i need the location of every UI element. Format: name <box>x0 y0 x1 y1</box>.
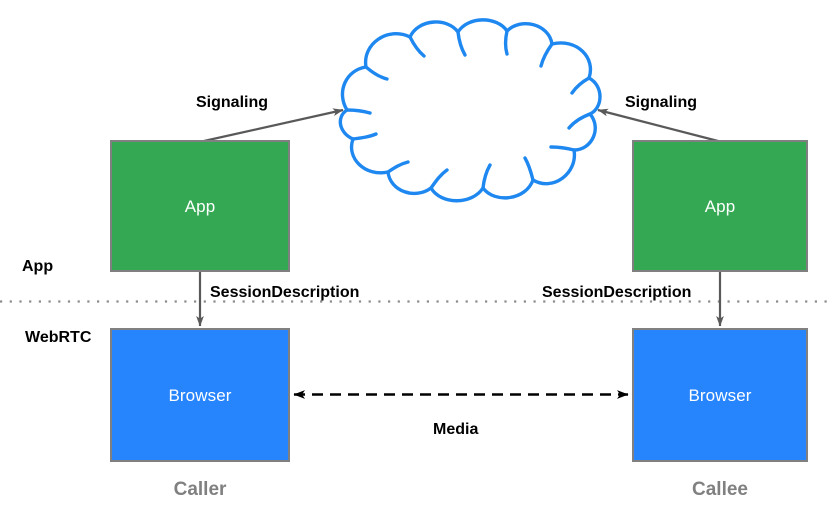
edge-label-caller-sdp: SessionDescription <box>210 284 360 301</box>
node-caller-browser-label: Browser <box>168 385 232 405</box>
role-label-caller: Caller <box>173 479 227 500</box>
node-caller-app[interactable]: App <box>110 140 290 272</box>
edge-caller-signaling <box>203 108 344 143</box>
plane-label-app: App <box>22 258 54 275</box>
node-caller-app-label: App <box>184 196 216 216</box>
node-caller-browser[interactable]: Browser <box>110 328 290 462</box>
signaling-cloud-shape <box>338 18 602 203</box>
node-callee-app[interactable]: App <box>632 140 808 272</box>
edge-label-callee-sdp: SessionDescription <box>542 284 692 301</box>
plane-label-webrtc: WebRTC <box>25 329 92 346</box>
node-callee-app-label: App <box>704 196 736 216</box>
edge-label-media: Media <box>433 421 479 438</box>
edge-callee-signaling <box>597 108 719 143</box>
node-callee-browser-label: Browser <box>688 385 752 405</box>
edge-label-caller-signaling: Signaling <box>196 94 268 111</box>
edge-label-callee-signaling: Signaling <box>625 94 697 111</box>
role-label-callee: Callee <box>692 479 748 500</box>
node-callee-browser[interactable]: Browser <box>632 328 808 462</box>
